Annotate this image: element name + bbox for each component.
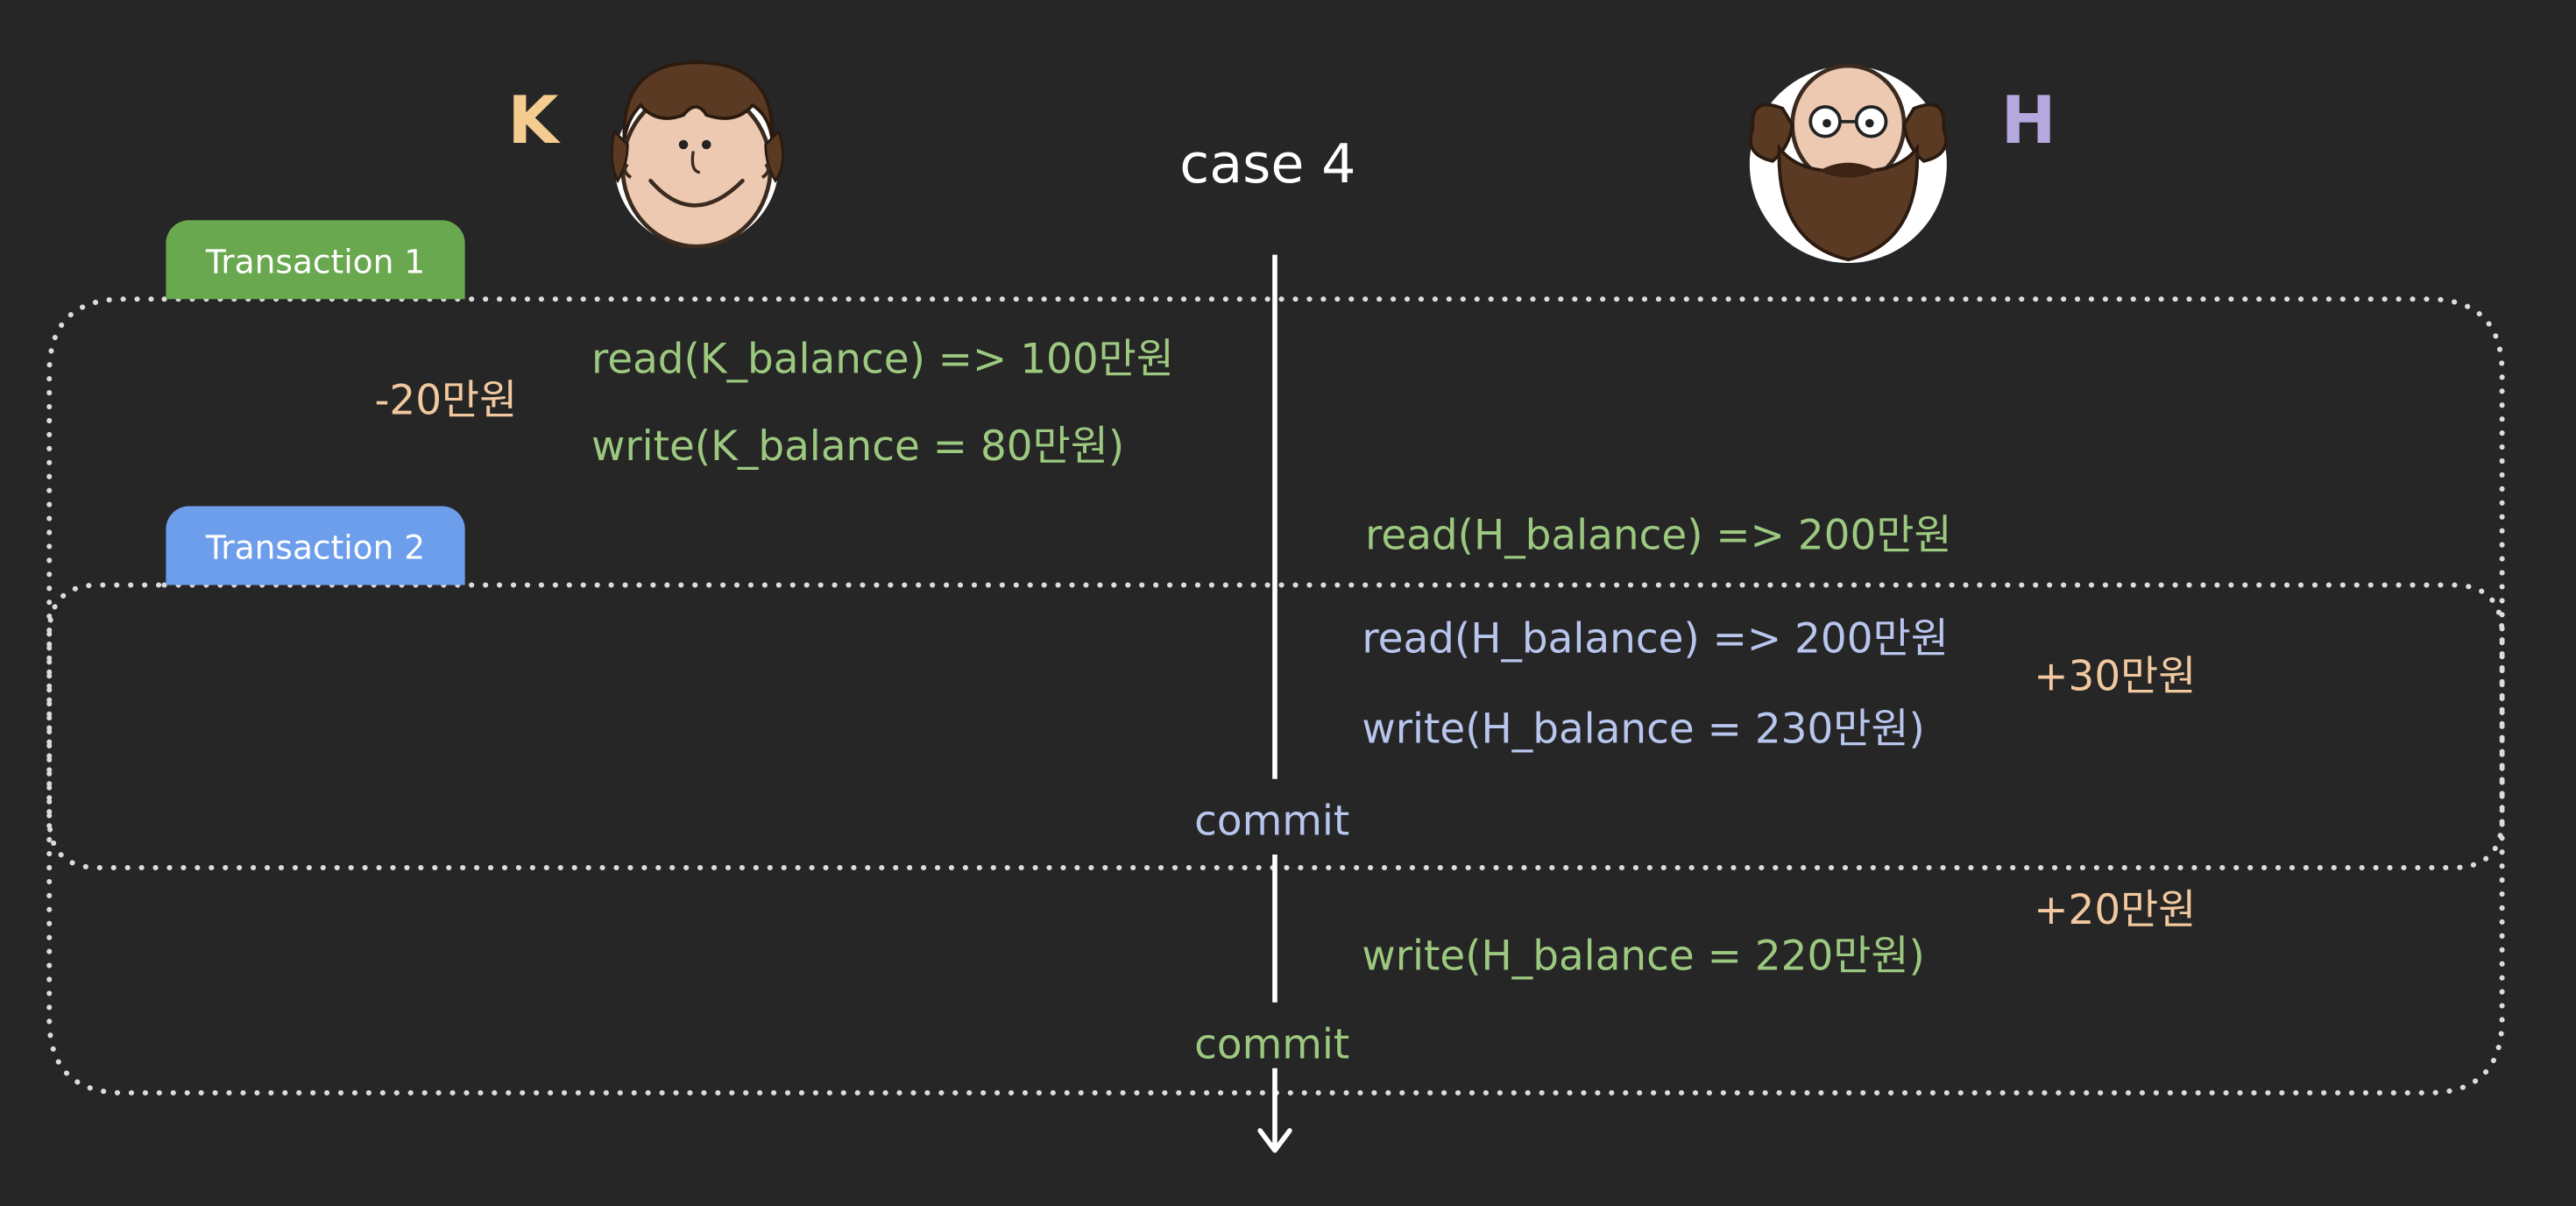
op-write-k: write(K_balance = 80만원) bbox=[591, 422, 1125, 471]
diagram-title: case 4 bbox=[1179, 131, 1356, 196]
transaction-2-tab: Transaction 2 bbox=[166, 506, 465, 585]
down-arrow-icon bbox=[1257, 1128, 1292, 1153]
commit-t1: commit bbox=[1194, 1020, 1350, 1068]
transaction-1-tab: Transaction 1 bbox=[166, 220, 465, 300]
face-h-icon bbox=[1748, 63, 1948, 263]
op-write-h-t2: write(H_balance = 230만원) bbox=[1362, 705, 1925, 753]
op-read-h-t2: read(H_balance) => 200만원 bbox=[1362, 614, 1949, 663]
user-k-letter: K bbox=[507, 83, 559, 160]
amount-plus20: +20만원 bbox=[2034, 885, 2197, 933]
amount-plus30: +30만원 bbox=[2034, 652, 2197, 700]
face-k-icon bbox=[610, 60, 784, 249]
user-h-letter: H bbox=[2000, 83, 2056, 160]
amount-minus20: -20만원 bbox=[374, 376, 518, 424]
op-read-h-t1: read(H_balance) => 200만원 bbox=[1365, 511, 1952, 559]
op-write-h-t1: write(H_balance = 220만원) bbox=[1362, 932, 1925, 980]
commit-t2: commit bbox=[1194, 797, 1350, 845]
op-read-k: read(K_balance) => 100만원 bbox=[591, 335, 1174, 383]
